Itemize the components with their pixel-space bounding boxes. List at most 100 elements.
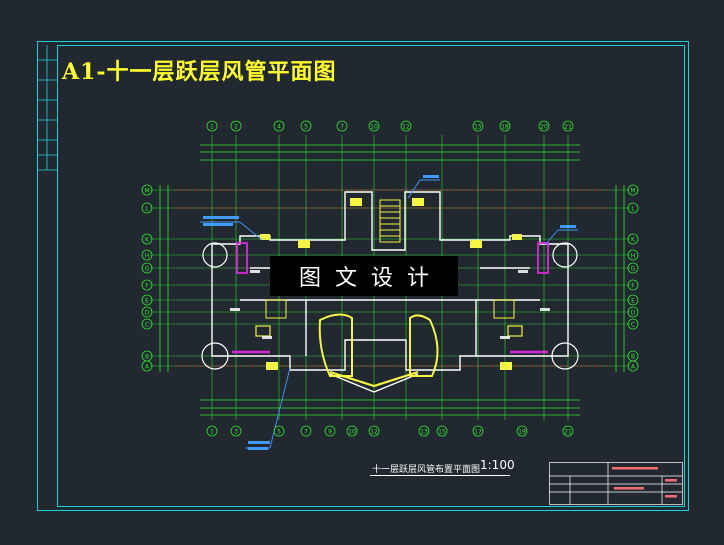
bay-windows [201,242,579,370]
axis-bubble-left-circle [141,279,153,291]
sheet-scale: 1:100 [480,458,515,472]
annotation-text-blocks [203,175,576,450]
axis-bubble-top-circle [300,120,312,132]
room-label-marks [230,270,550,339]
axis-bubble-bottom: 1 [210,429,214,436]
axis-bubble-bottom: 19 [518,429,526,436]
dimension-red [175,189,610,367]
axis-bubble-top: 5 [304,124,308,131]
axis-bubble-left-circle [141,202,153,214]
title-block-text-marks [612,467,677,498]
axis-bubble-top-circle [368,120,380,132]
axis-bubble-bottom-circle [418,425,430,437]
axis-bubble-top: 2 [234,124,238,131]
axis-bubble-bottom-circle [436,425,448,437]
axis-bubble-bottom: 7 [304,429,308,436]
watermark-banner: 图文设计 [270,256,458,296]
watermark-text: 图文设计 [298,266,443,291]
axis-bubble-top-circle [538,120,550,132]
axis-bubble-right-circle [627,233,639,245]
axis-bubble-left-circle [141,306,153,318]
axis-bubble-left: K [145,237,150,244]
axis-bubble-bottom: 9 [328,429,332,436]
axis-bubble-bottom: 15 [438,429,446,436]
axis-bubble-left-circle [141,294,153,306]
axis-bubble-right: B [631,354,635,361]
axis-bubble-bottom-circle [472,425,484,437]
axis-bubble-bottom-circle [562,425,574,437]
axis-bubble-right-circle [627,202,639,214]
axis-bubble-right-circle [627,360,639,372]
axis-bubble-left-circle [141,360,153,372]
axis-bubble-left-circle [141,184,153,196]
axis-bubble-left: G [145,266,150,273]
axis-bubble-bottom-circle [273,425,285,437]
axis-bubble-top: 4 [277,124,281,131]
stair-core [265,199,515,319]
axis-bubble-left: D [145,310,150,317]
axis-bubble-bottom: 21 [564,429,572,436]
axis-bubble-right-circle [627,184,639,196]
axis-bubble-top-circle [336,120,348,132]
axis-bubble-right: A [631,364,636,371]
axis-bubble-bottom-circle [346,425,358,437]
axis-bubble-right: F [631,283,635,290]
axis-bubble-top: 18 [501,124,509,131]
axis-bubble-left: M [144,188,149,195]
axis-bubble-bottom: 13 [420,429,428,436]
axis-bubble-right: C [631,322,635,329]
inner-frame [57,45,685,507]
axis-bubble-left-circle [141,318,153,330]
title-block [549,462,683,505]
building-walls [211,191,569,393]
axis-bubble-left-circle [141,262,153,274]
axis-bubble-top: 7 [340,124,344,131]
axis-bubble-bottom-circle [230,425,242,437]
axis-bubble-bottom-circle [206,425,218,437]
dimension-lines [159,144,625,416]
sheet-caption: 十一层跃层风管布置平面图 [372,465,481,475]
axis-bubble-right: M [630,188,635,195]
axis-bubble-right: L [631,206,635,213]
axis-bubble-left: E [145,298,149,305]
axis-bubble-bottom: 12 [370,429,378,436]
axis-bubble-bottom-circle [324,425,336,437]
axis-bubble-left-circle [141,249,153,261]
axis-bubble-bottom: 5 [277,429,281,436]
axis-bubble-left: L [145,206,149,213]
axis-bubble-right-circle [627,249,639,261]
axis-bubble-right-circle [627,306,639,318]
axis-bubble-right: D [631,310,636,317]
axis-bubble-left: H [145,253,150,260]
axis-bubble-bottom-circle [368,425,380,437]
axis-bubble-top-circle [499,120,511,132]
axis-bubble-right: E [631,298,635,305]
axis-bubble-top-circle [400,120,412,132]
axis-bubble-right-circle [627,318,639,330]
drawing-title: A1-十一层跃层风管平面图 [62,59,337,85]
axis-bubble-right-circle [627,279,639,291]
axis-bubble-top-circle [562,120,574,132]
binding-strip [37,45,57,171]
axis-bubble-top-circle [472,120,484,132]
axis-bubble-top: 20 [540,124,548,131]
axis-bubble-left: A [145,364,150,371]
axis-bubble-left: F [145,283,149,290]
axis-bubble-top: 15 [474,124,482,131]
axis-bubble-top-circle [230,120,242,132]
duct-runs [232,198,549,388]
axis-bubble-right: G [631,266,636,273]
axis-bubble-bottom-circle [300,425,312,437]
axis-bubble-top: 1 [210,124,214,131]
axis-bubble-right-circle [627,262,639,274]
axis-bubble-top: 10 [370,124,378,131]
axis-bubble-left-circle [141,233,153,245]
axis-bubble-bottom: 17 [474,429,482,436]
outer-frame [37,41,689,511]
axis-bubble-bottom: 10 [348,429,356,436]
axis-bubble-left: B [145,354,149,361]
axis-bubble-right: K [631,237,636,244]
axis-bubble-top-circle [206,120,218,132]
